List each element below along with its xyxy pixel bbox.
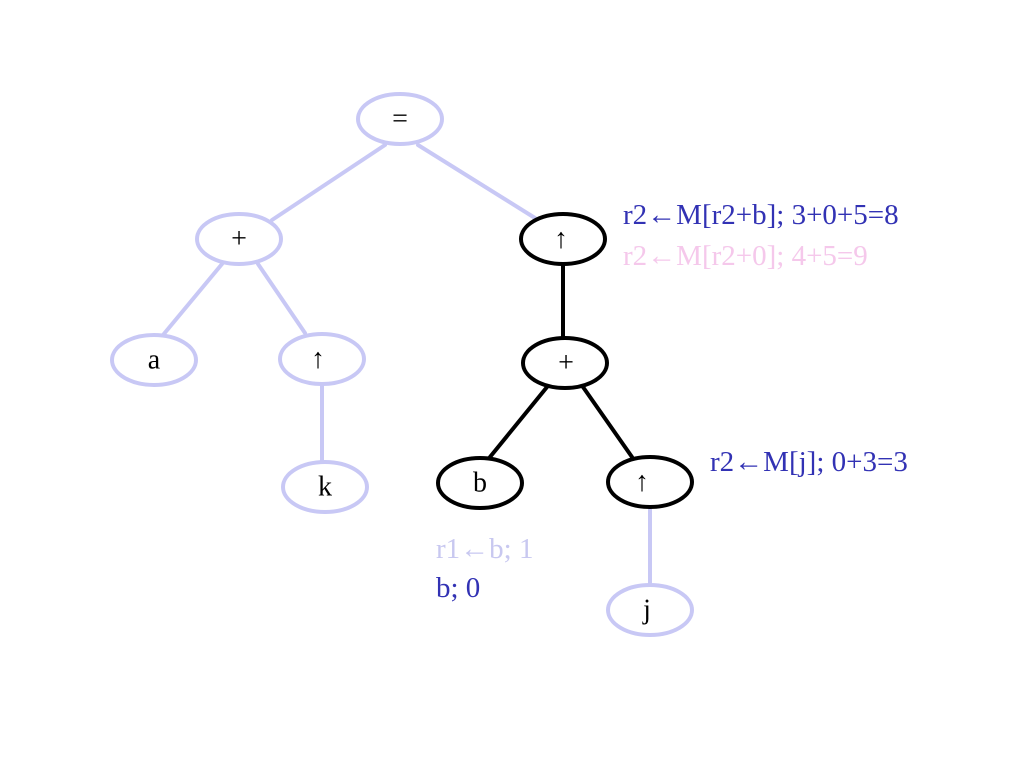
edge-right-plus-inner-deref <box>581 385 634 459</box>
node-left-plus-label: + <box>231 224 247 255</box>
edge-right-plus-b <box>488 385 549 459</box>
node-b: b <box>436 456 524 510</box>
annotation-right-deref-best: r2←M[r2+b]; 3+0+5=8 <box>623 199 899 231</box>
edge-left-plus-a <box>161 262 224 337</box>
annotation-inner-deref: r2←M[j]; 0+3=3 <box>710 446 908 478</box>
node-right-deref: ↑ <box>519 212 607 266</box>
node-inner-deref: ↑ <box>606 455 694 509</box>
annotation-b-alt: r1←b; 1 <box>436 533 534 565</box>
node-b-label: b <box>473 468 487 499</box>
tree-nodes: = + a ↑ k ↑ + <box>110 92 694 637</box>
node-k: k <box>281 460 369 514</box>
node-right-deref-label: ↑ <box>554 224 568 255</box>
annotation-right-deref-alt: r2←M[r2+0]; 4+5=9 <box>623 240 868 272</box>
node-root: = <box>356 92 444 146</box>
node-a-label: a <box>148 345 161 376</box>
node-inner-deref-label: ↑ <box>635 467 649 498</box>
node-left-deref-label: ↑ <box>311 344 325 375</box>
node-left-plus: + <box>195 212 283 266</box>
node-k-label: k <box>318 472 332 503</box>
annotation-b-best: b; 0 <box>436 572 481 604</box>
node-right-plus-label: + <box>558 348 574 379</box>
node-root-label: = <box>392 104 408 135</box>
node-a: a <box>110 333 198 387</box>
tree-edges <box>161 143 652 587</box>
node-j-label: j <box>642 595 651 626</box>
edge-root-left-plus <box>270 143 387 222</box>
edge-root-right-deref <box>416 143 537 220</box>
node-right-plus: + <box>521 336 609 390</box>
edge-left-plus-left-deref <box>256 262 307 335</box>
node-left-deref: ↑ <box>278 332 366 386</box>
node-j: j <box>606 583 694 637</box>
